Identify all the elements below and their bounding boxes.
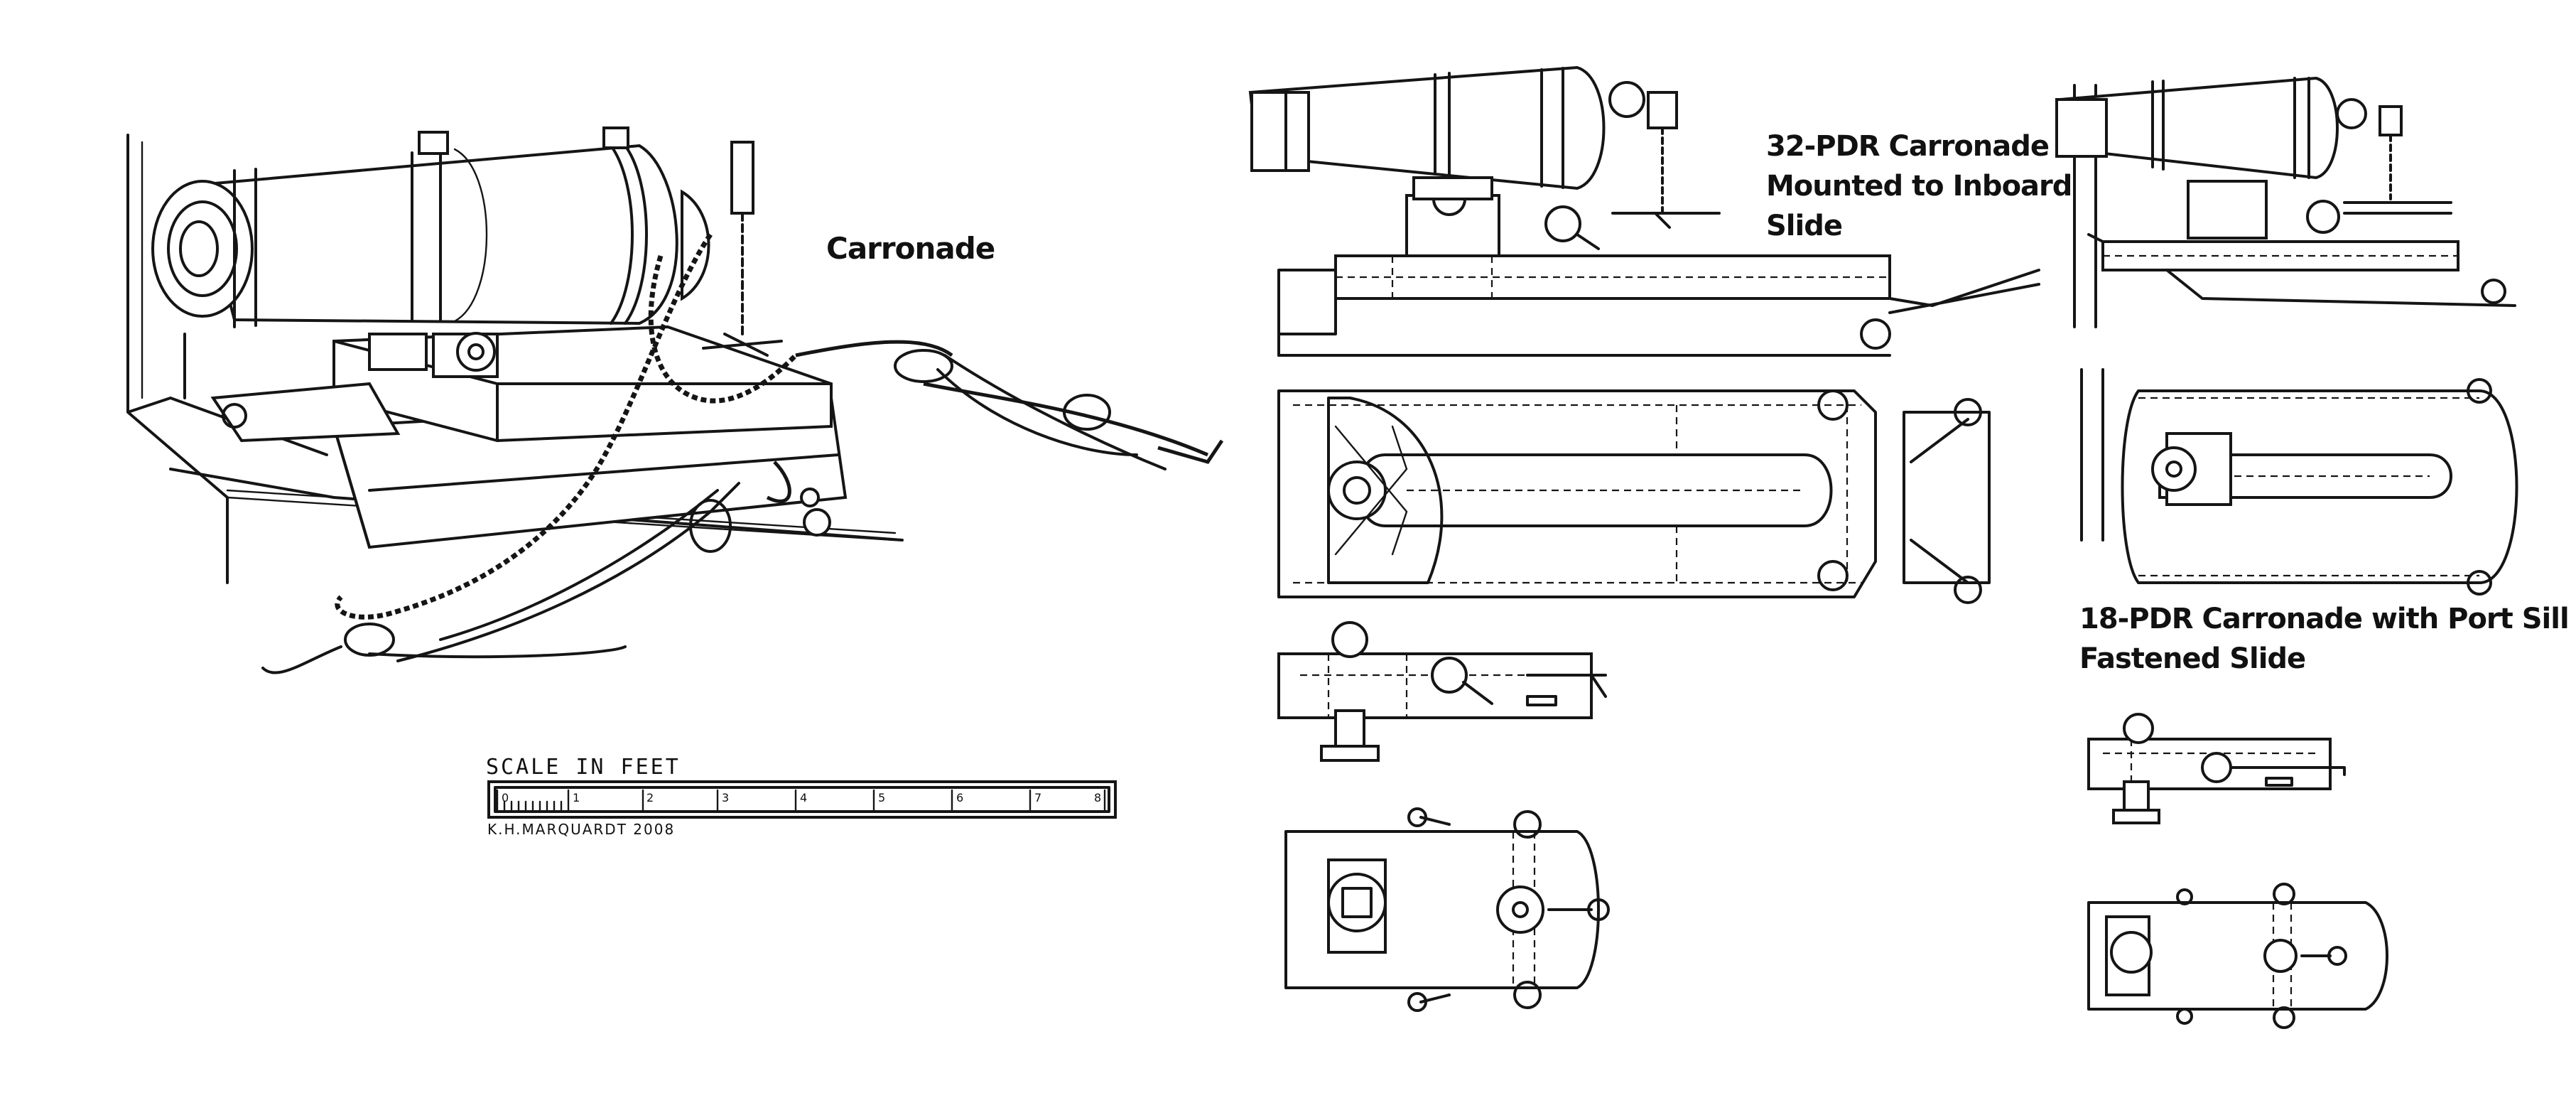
scale-tick-label: 5	[878, 791, 885, 804]
carronade-label: Carronade	[826, 231, 995, 266]
pdr32-label-line: Mounted to Inboard	[1766, 170, 2072, 203]
scale-tick-label: 6	[956, 791, 963, 804]
scale-tick-label: 4	[800, 791, 807, 804]
scale-tick-label: 3	[722, 791, 729, 804]
scale-credit: K.H.MARQUARDT 2008	[487, 821, 676, 838]
pdr18-plan-view	[2080, 368, 2518, 596]
pdr18-lower-plan	[2087, 883, 2388, 1029]
scale-tick-label: 0	[502, 791, 509, 804]
pdr18-label-line: Fastened Slide	[2079, 642, 2306, 675]
pdr32-side-elevation	[1248, 65, 2040, 357]
pdr18-label-line: 18-PDR Carronade with Port Sill	[2079, 603, 2570, 635]
pdr32-lower-plan	[1284, 807, 1610, 1012]
pdr32-label-line: Slide	[1766, 210, 1843, 242]
scale-bar: 0 1 2 3 4 5 6 7 8	[487, 780, 1117, 819]
scale-tick-label: 8	[1094, 791, 1101, 804]
pdr32-label: 32-PDR Carronade Mounted to Inboard Slid…	[1766, 126, 2072, 246]
perspective-carronade-drawing	[126, 126, 1224, 674]
pdr18-carriage-side	[2087, 713, 2346, 824]
scale-tick-label: 7	[1034, 791, 1041, 804]
pdr32-label-line: 32-PDR Carronade	[1766, 130, 2050, 163]
pdr32-carriage-side	[1277, 621, 1607, 762]
pdr32-plan-view	[1277, 389, 1991, 604]
scale-tick-label: 2	[646, 791, 654, 804]
pdr18-label: 18-PDR Carronade with Port Sill Fastened…	[2079, 599, 2570, 679]
scale-tick-label: 1	[573, 791, 580, 804]
pdr18-side-elevation	[2055, 76, 2516, 328]
scale-title: SCALE IN FEET	[486, 755, 681, 780]
